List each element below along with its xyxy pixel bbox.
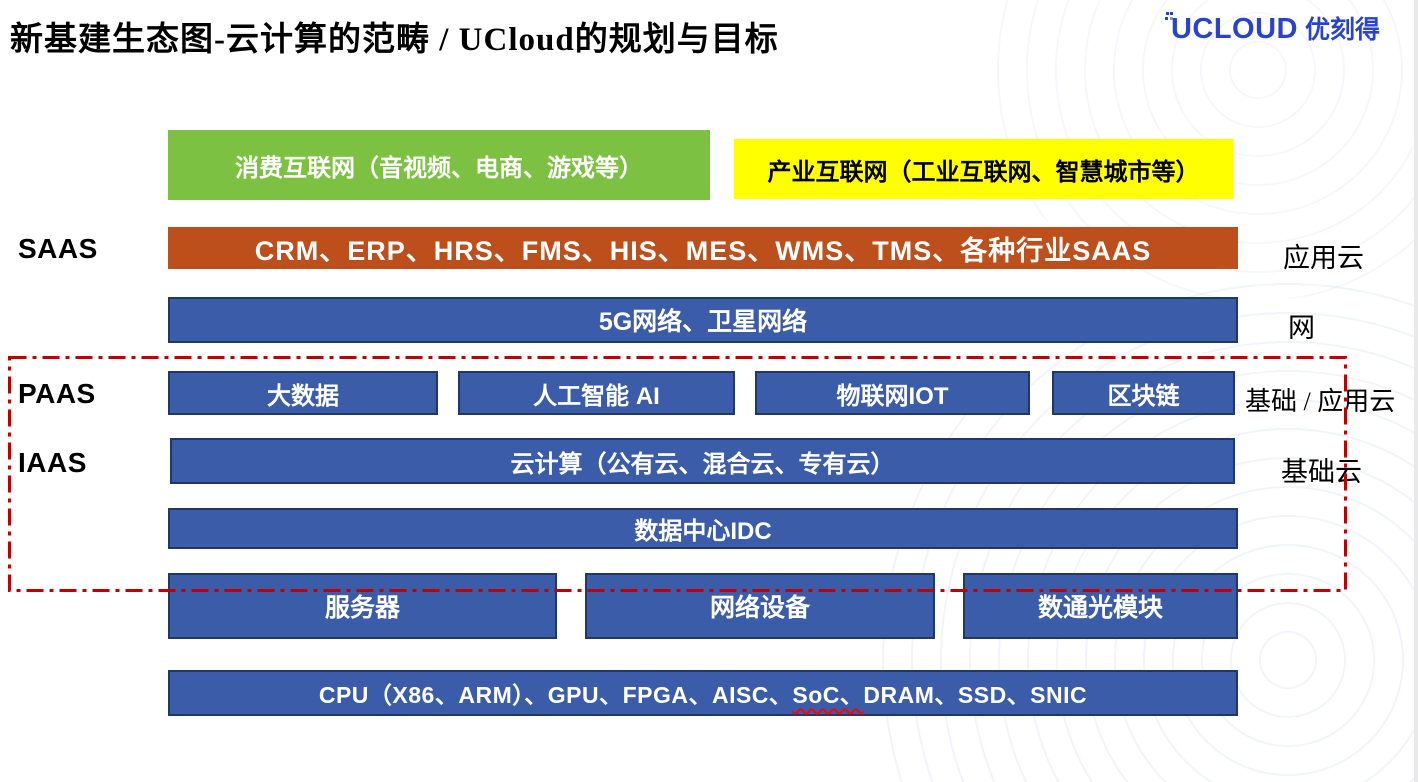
right-label-base-cloud: 基础云	[1281, 457, 1362, 487]
right-label-app-cloud: 应用云	[1283, 243, 1364, 273]
logo-brand-cn: 优刻得	[1304, 16, 1380, 44]
chip-text-prefix: CPU（X86、ARM）、GPU、FPGA、AISC、	[318, 682, 793, 708]
logo-brand-en: UCLOUD	[1170, 13, 1298, 45]
layer-label-paas: PAAS	[18, 378, 96, 409]
industrial-internet-box: 产业互联网（工业互联网、智慧城市等）	[734, 139, 1233, 199]
layer-label-iaas: IAAS	[18, 447, 87, 478]
layer-label-saas: SAAS	[18, 233, 98, 264]
saas-applications-bar: CRM、ERP、HRS、FMS、HIS、MES、WMS、TMS、各种行业SAAS	[168, 227, 1238, 269]
ucloud-logo: UCLOUD 优刻得	[1165, 10, 1380, 46]
chip-text-suffix: DRAM、SSD、SNIC	[863, 682, 1088, 708]
idc-datacenter-bar: 数据中心IDC	[168, 508, 1238, 549]
network-5g-satellite-bar: 5G网络、卫星网络	[168, 297, 1238, 343]
hardware-box-optical-module: 数通光模块	[963, 573, 1238, 639]
paas-box-bigdata: 大数据	[168, 371, 438, 415]
slide-right-edge	[1414, 0, 1418, 782]
chip-components-bar: CPU（X86、ARM）、GPU、FPGA、AISC、SoC、DRAM、SSD、…	[168, 670, 1238, 716]
paas-box-ai: 人工智能 AI	[458, 371, 735, 415]
consumer-internet-box: 消费互联网（音视频、电商、游戏等）	[168, 130, 710, 200]
hardware-box-network-equipment: 网络设备	[585, 573, 935, 639]
logo-dots-icon	[1165, 12, 1169, 15]
paas-box-blockchain: 区块链	[1052, 371, 1235, 415]
hardware-box-server: 服务器	[168, 573, 557, 639]
right-label-network: 网	[1288, 313, 1315, 343]
paas-box-iot: 物联网IOT	[755, 371, 1030, 415]
right-label-base-app-cloud: 基础 / 应用云	[1245, 387, 1396, 416]
iaas-cloud-computing-bar: 云计算（公有云、混合云、专有云）	[170, 438, 1235, 484]
page-title: 新基建生态图-云计算的范畴 / UCloud的规划与目标	[10, 22, 779, 58]
chip-text-soc-spellcheck: SoC、	[792, 682, 864, 708]
